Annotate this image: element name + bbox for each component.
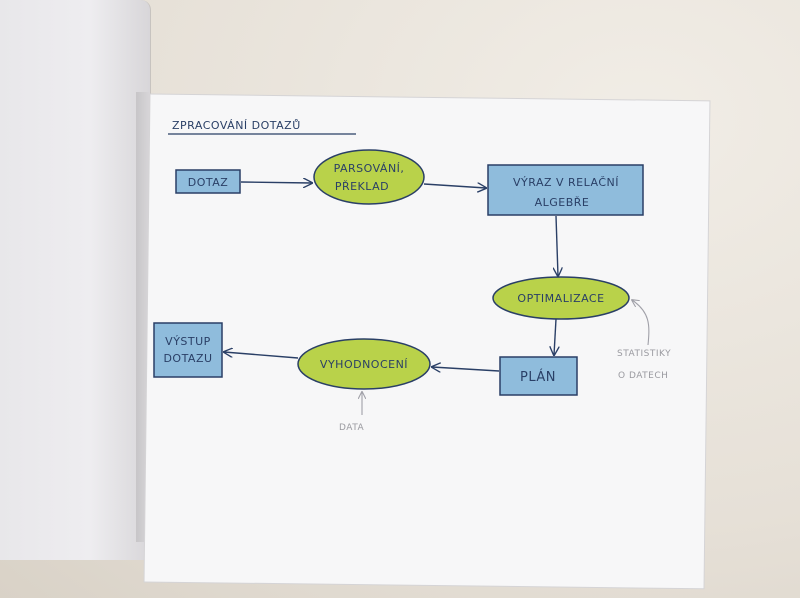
node-plan-label: PLÁN xyxy=(520,369,556,385)
arrow-statistiky-to-optimalizace xyxy=(632,300,650,346)
node-parsovani: PARSOVÁNÍ, PŘEKLAD xyxy=(313,149,425,205)
annotation-statistiky-line2: O DATECH xyxy=(618,371,668,381)
node-vyraz-line2: ALGEBŘE xyxy=(535,196,590,209)
node-dotaz-label: DOTAZ xyxy=(188,176,229,189)
arrow-vyhodnoceni-to-vystup xyxy=(224,352,299,359)
node-parsovani-line1: PARSOVÁNÍ, xyxy=(334,162,405,175)
node-vyraz: VÝRAZ V RELAČNÍ ALGEBŘE xyxy=(487,164,644,216)
arrow-plan-to-vyhodnoceni xyxy=(432,367,500,371)
arrow-vyraz-to-optimalizace xyxy=(556,215,558,276)
annotation-statistiky-line1: STATISTIKY xyxy=(617,349,671,359)
notebook-page xyxy=(143,93,711,590)
node-plan: PLÁN xyxy=(499,356,578,396)
node-optimalizace-label: OPTIMALIZACE xyxy=(517,292,604,305)
node-vyraz-line1: VÝRAZ V RELAČNÍ xyxy=(513,176,619,189)
arrow-optimalizace-to-plan xyxy=(554,318,556,355)
node-vystup: VÝSTUP DOTAZU xyxy=(153,322,223,378)
node-parsovani-line2: PŘEKLAD xyxy=(335,180,389,193)
annotation-data: DATA xyxy=(339,423,365,433)
node-dotaz: DOTAZ xyxy=(175,169,241,194)
node-vyhodnoceni-label: VYHODNOCENÍ xyxy=(320,358,408,371)
diagram-title: ZPRACOVÁNÍ DOTAZŮ xyxy=(172,119,301,132)
arrow-dotaz-to-parsovani xyxy=(240,182,312,183)
node-optimalizace: OPTIMALIZACE xyxy=(492,276,630,320)
left-notebook-page xyxy=(0,0,151,560)
node-vyhodnoceni: VYHODNOCENÍ xyxy=(297,338,431,390)
node-vystup-line2: DOTAZU xyxy=(163,352,212,365)
node-vystup-line1: VÝSTUP xyxy=(165,335,211,348)
arrow-parsovani-to-vyraz xyxy=(423,184,486,188)
